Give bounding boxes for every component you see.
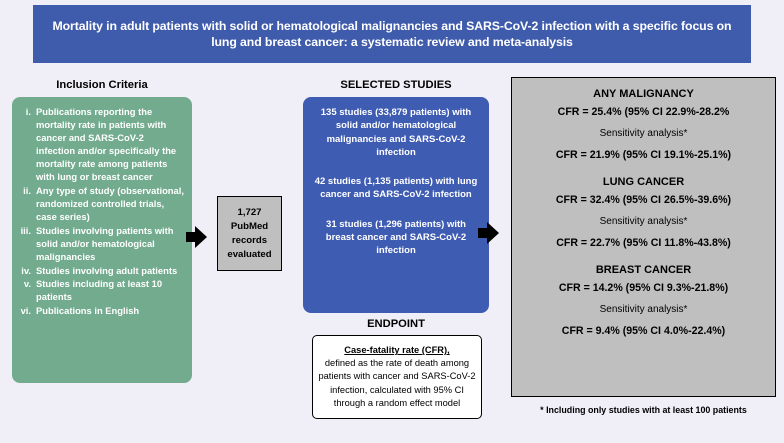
criterion-text: Publications in English [36,304,140,316]
result-title: LUNG CANCER [602,176,685,188]
result-group-any-malignancy: ANY MALIGNANCY CFR = 25.4% (95% CI 22.9%… [518,85,769,164]
criterion-number: ii. [23,185,31,197]
endpoint-header: ENDPOINT [367,318,425,330]
criterion-number: iii. [20,224,31,236]
endpoint-body: defined as the rate of death among patie… [318,358,476,408]
inclusion-criteria-box: i. Publications reporting the mortality … [12,97,192,383]
study-line-breast-cancer: 31 studies (1,296 patients) with breast … [325,218,467,257]
selected-studies-header: SELECTED STUDIES [340,79,452,91]
result-sensitivity-cfr: CFR = 9.4% (95% CI 4.0%-22.4%) [561,325,726,337]
list-item: i. Publications reporting the mortality … [16,105,185,184]
result-sensitivity-label: Sensitivity analysis* [599,128,688,139]
criterion-number: i. [25,106,31,117]
result-sensitivity-label: Sensitivity analysis* [599,216,688,227]
criterion-text: Studies including at least 10 patients [36,278,163,303]
result-sensitivity-cfr: CFR = 22.7% (95% CI 11.8%-43.8%) [556,237,731,249]
list-item: iv. Studies involving adult patients [16,264,185,277]
result-cfr: CFR = 25.4% (95% CI 22.9%-28.2% [557,106,730,118]
results-footnote: * Including only studies with at least 1… [540,405,747,415]
criterion-text: Publications reporting the mortality rat… [36,106,177,183]
result-group-lung-cancer: LUNG CANCER CFR = 32.4% (95% CI 26.5%-39… [518,173,769,252]
study-line-lung-cancer: 42 studies (1,135 patients) with lung ca… [314,176,478,201]
endpoint-definition-box: Case-fatality rate (CFR), defined as the… [312,335,482,419]
result-cfr: CFR = 32.4% (95% CI 26.5%-39.6%) [555,194,732,206]
list-item: ii. Any type of study (observational, ra… [16,184,185,223]
selected-studies-box: 135 studies (33,879 patients) with solid… [303,97,489,313]
criterion-number: iv. [21,264,31,276]
results-panel: ANY MALIGNANCY CFR = 25.4% (95% CI 22.9%… [511,77,776,397]
criterion-text: Any type of study (observational, random… [36,185,184,223]
study-line-any-malignancy: 135 studies (33,879 patients) with solid… [320,107,472,158]
list-item: iii. Studies involving patients with sol… [16,224,185,263]
criterion-number: v. [23,278,31,290]
result-group-breast-cancer: BREAST CANCER CFR = 14.2% (95% CI 9.3%-2… [518,261,769,340]
result-title: BREAST CANCER [595,264,692,276]
result-title: ANY MALIGNANCY [593,88,694,100]
figure-title: Mortality in adult patients with solid o… [33,5,751,63]
pubmed-count: 1,727 [237,206,262,218]
inclusion-criteria-header: Inclusion Criteria [56,79,148,91]
criterion-text: Studies involving adult patients [36,264,178,276]
endpoint-term: Case-fatality rate (CFR), [344,345,450,356]
list-item: vi. Publications in English [16,304,185,317]
pubmed-records-label: records [231,234,268,246]
result-sensitivity-cfr: CFR = 21.9% (95% CI 19.1%-25.1%) [555,149,732,161]
pubmed-evaluated-label: evaluated [227,248,272,260]
pubmed-records-box: 1,727 PubMed records evaluated [217,196,282,271]
inclusion-criteria-list: i. Publications reporting the mortality … [16,105,185,317]
criterion-text: Studies involving patients with solid an… [36,224,174,263]
result-sensitivity-label: Sensitivity analysis* [599,304,688,315]
criterion-number: vi. [20,304,31,316]
pubmed-source: PubMed [230,220,269,232]
list-item: v. Studies including at least 10 patient… [16,277,185,303]
result-cfr: CFR = 14.2% (95% CI 9.3%-21.8%) [558,282,729,294]
